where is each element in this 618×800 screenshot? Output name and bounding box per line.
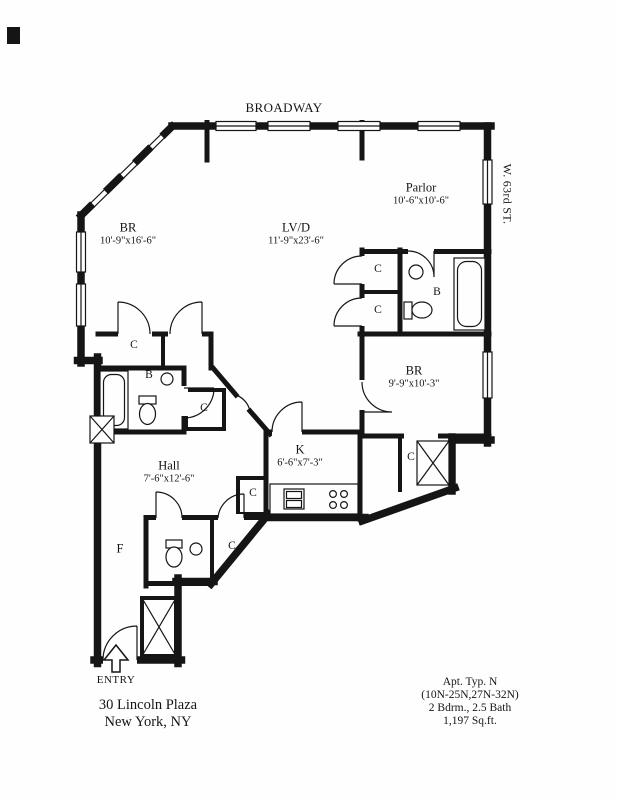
room-dims: 11'-9"x23'-6" [268, 234, 324, 246]
door-swings [102, 250, 435, 661]
door-openings [103, 248, 438, 666]
room-dims: 10'-6"x10'-6" [392, 194, 450, 206]
room-dims: 9'-9"x10'-3" [388, 377, 440, 389]
room-name: F [116, 541, 124, 556]
bath-marker: B [433, 286, 441, 298]
room-label-parlor: Parlor 10'-6"x10'-6" [393, 181, 449, 207]
apartment-type-line: Apt. Typ. N [442, 675, 498, 688]
closet-marker: C [249, 487, 257, 499]
closet-marker: C [228, 540, 236, 552]
closet-marker: C [200, 402, 208, 414]
interior-walls [94, 120, 492, 658]
room-dims: 6'-6"x7'-3" [277, 456, 323, 468]
room-label-hall: Hall 7'-6"x12'-6" [144, 459, 195, 485]
kitchen-fixtures [269, 483, 359, 515]
sink [189, 542, 203, 556]
apartment-units-line: (10N-25N,27N-32N) [421, 688, 519, 701]
sink [160, 372, 174, 386]
apartment-rooms-line: 2 Bdrm., 2.5 Bath [428, 701, 512, 714]
room-label-foyer: F [117, 542, 124, 556]
room-dims: 10'-9"x16'-6" [99, 234, 157, 246]
bathtub [453, 257, 486, 331]
toilet [165, 539, 183, 568]
room-name: K [295, 442, 305, 457]
entry-label: ENTRY [96, 674, 136, 686]
room-label-living-dining: LV/D 11'-9"x23'-6" [268, 221, 324, 247]
closet-marker: C [130, 339, 138, 351]
closet-marker: C [374, 263, 382, 275]
windows [75, 120, 493, 399]
room-dims: 7'-6"x12'-6" [143, 472, 195, 484]
address-line-1: 30 Lincoln Plaza [98, 697, 198, 713]
room-name: Parlor [405, 180, 437, 195]
room-label-kitchen: K 6'-6"x7'-3" [277, 443, 323, 469]
street-label-w63rd: W. 63rd ST. [500, 163, 515, 225]
bay-window [79, 124, 175, 218]
room-label-bedroom-2: BR 9'-9"x10'-3" [389, 364, 440, 390]
entry-arrow-icon [102, 643, 130, 673]
room-name: LV/D [281, 220, 310, 235]
room-name: BR [119, 220, 137, 235]
x-hatched-boxes [89, 415, 450, 657]
room-name: Hall [158, 458, 180, 473]
room-label-bedroom-1: BR 10'-9"x16'-6" [100, 221, 156, 247]
bath-fixtures [99, 257, 486, 568]
toilet [138, 395, 157, 426]
toilet [403, 301, 433, 320]
bath-marker: B [145, 369, 153, 381]
scan-artifact-mark [7, 27, 20, 44]
closet-marker: C [374, 304, 382, 316]
street-label-broadway: BROADWAY [245, 100, 323, 115]
apartment-sqft-line: 1,197 Sq.ft. [443, 714, 497, 727]
sink [408, 264, 424, 280]
room-name: BR [405, 363, 423, 378]
address-line-2: New York, NY [104, 714, 192, 730]
closet-marker: C [407, 451, 415, 463]
